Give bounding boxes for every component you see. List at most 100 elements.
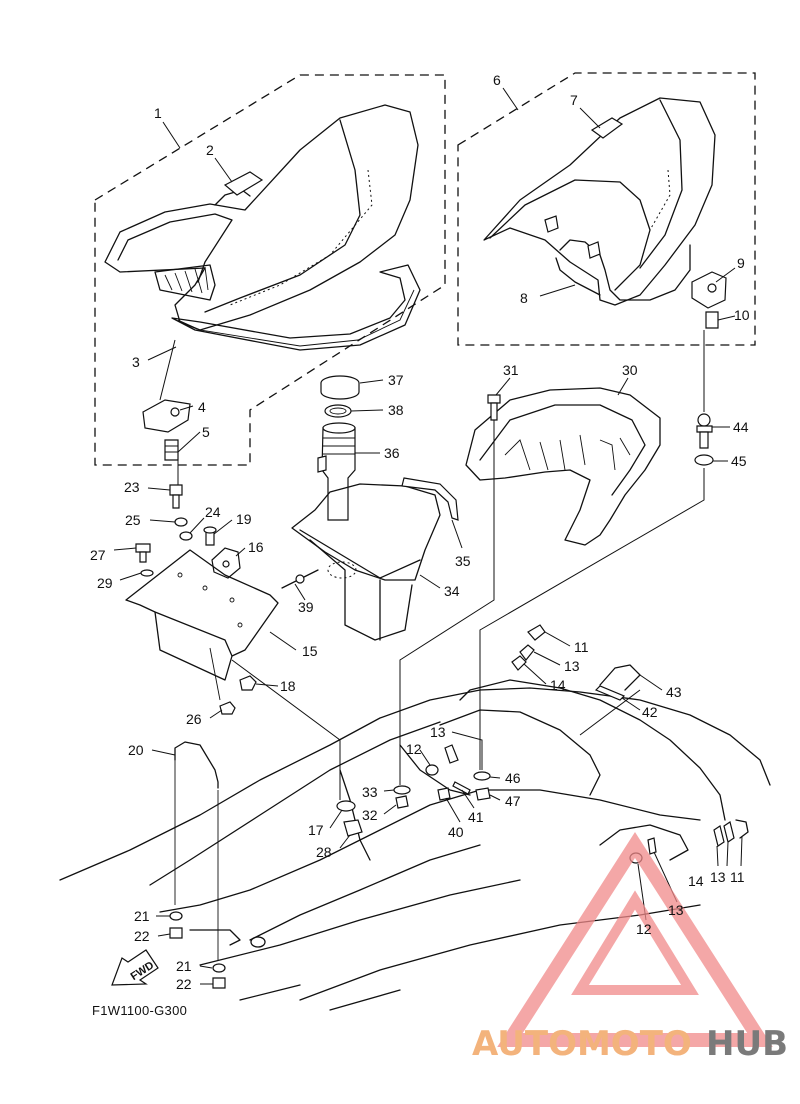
clip-11-lower: [735, 819, 749, 839]
watermark-triangle-icon: [497, 832, 773, 1047]
callout: 13: [564, 658, 580, 674]
watermark-logo: AUTOMOTO HUB: [472, 832, 788, 1064]
callout: 37: [388, 372, 404, 388]
callout: 23: [124, 479, 140, 495]
washer-46: [473, 771, 491, 781]
callout: 45: [731, 453, 747, 469]
diagram-code: F1W1100-G300: [92, 1003, 187, 1018]
handle-rail-20: [174, 741, 219, 960]
callout: 44: [733, 419, 749, 435]
rear-seat: [483, 97, 716, 306]
callout: 7: [570, 92, 578, 108]
strap-43: [599, 664, 641, 691]
front-seat: [104, 104, 421, 351]
filler-neck-36: [317, 422, 356, 521]
nut-12-mid: [425, 764, 439, 776]
callout: 12: [406, 741, 422, 757]
callout: 32: [362, 807, 378, 823]
callout: 17: [308, 822, 324, 838]
callout: 21: [134, 908, 150, 924]
callout: 28: [316, 844, 332, 860]
callout: 11: [574, 639, 589, 655]
callout: 13: [710, 869, 726, 885]
callout: 16: [248, 539, 264, 555]
callout: 6: [493, 72, 501, 88]
clip-11-upper: [527, 624, 546, 641]
callout: 38: [388, 402, 404, 418]
callout: 5: [202, 424, 210, 440]
callout: 22: [134, 928, 150, 944]
nut-47: [475, 787, 491, 801]
washer-45: [694, 454, 714, 466]
bolt-19: [203, 526, 217, 546]
nut-26: [219, 701, 236, 715]
washer-24: [179, 531, 193, 541]
callout: 1: [154, 105, 162, 121]
watermark-text-b: HUB: [706, 1024, 788, 1064]
callout: 11: [730, 869, 745, 885]
callout: 4: [198, 399, 206, 415]
bracket-plate-15: [125, 549, 279, 701]
bolt-27: [135, 543, 151, 563]
pin-41: [452, 781, 471, 795]
callout: 30: [622, 362, 638, 378]
callout: 12: [636, 921, 652, 937]
watermark-text-a: AUTOMOTO: [472, 1024, 692, 1064]
callout: 3: [132, 354, 140, 370]
callout: 14: [688, 873, 704, 889]
callout: 13: [430, 724, 446, 740]
storage-tub-34: [291, 483, 441, 641]
callout: 47: [505, 793, 521, 809]
nut-32: [395, 795, 409, 809]
deck-hull: [59, 679, 771, 1011]
clip-13-upper: [519, 644, 535, 661]
callout: 19: [236, 511, 252, 527]
callout: 21: [176, 958, 192, 974]
callout: 46: [505, 770, 521, 786]
callout: 2: [206, 142, 214, 158]
bracket-16: [211, 547, 241, 579]
washer-25: [174, 517, 188, 527]
callout: 29: [97, 575, 113, 591]
seat-group-1-outline: [94, 74, 446, 466]
post-44: [696, 413, 713, 449]
callout: 26: [186, 711, 202, 727]
callout: 24: [205, 504, 221, 520]
callout: 13: [668, 902, 684, 918]
callout: 41: [468, 809, 484, 825]
seat-group-6-outline: [457, 72, 756, 346]
callout: 15: [302, 643, 318, 659]
bolt-31: [487, 394, 501, 421]
washer-33: [393, 785, 411, 795]
washer-21-right: [212, 963, 226, 973]
filler-cap-37: [320, 375, 360, 400]
callout: 10: [734, 307, 750, 323]
o-ring-38: [324, 404, 352, 418]
nut-28: [343, 819, 363, 837]
callout: 25: [125, 512, 141, 528]
seat-latch-4: [142, 399, 191, 461]
washer-29: [140, 569, 154, 577]
clip-13-lower: [723, 821, 735, 843]
pin-39: [281, 569, 319, 589]
callout: 20: [128, 742, 144, 758]
callout-labels: 1 2 3 4 5 6 7 8 9 10 31 30 37 38 36 44 4…: [90, 72, 750, 992]
callout: 9: [737, 255, 745, 271]
clip-13-mid: [444, 744, 459, 764]
callout: 22: [176, 976, 192, 992]
nut-22-right: [212, 977, 226, 989]
callout: 40: [448, 824, 464, 840]
callout: 36: [384, 445, 400, 461]
washer-21-left: [169, 911, 183, 921]
fwd-arrow: FWD: [111, 949, 159, 986]
callout: 42: [642, 704, 658, 720]
callout: 39: [298, 599, 314, 615]
nut-18: [239, 675, 257, 691]
callout: 35: [455, 553, 471, 569]
callout: 43: [666, 684, 682, 700]
callout: 14: [550, 677, 566, 693]
clip-13-right: [647, 837, 657, 855]
callout: 18: [280, 678, 296, 694]
bolt-23: [169, 484, 183, 509]
